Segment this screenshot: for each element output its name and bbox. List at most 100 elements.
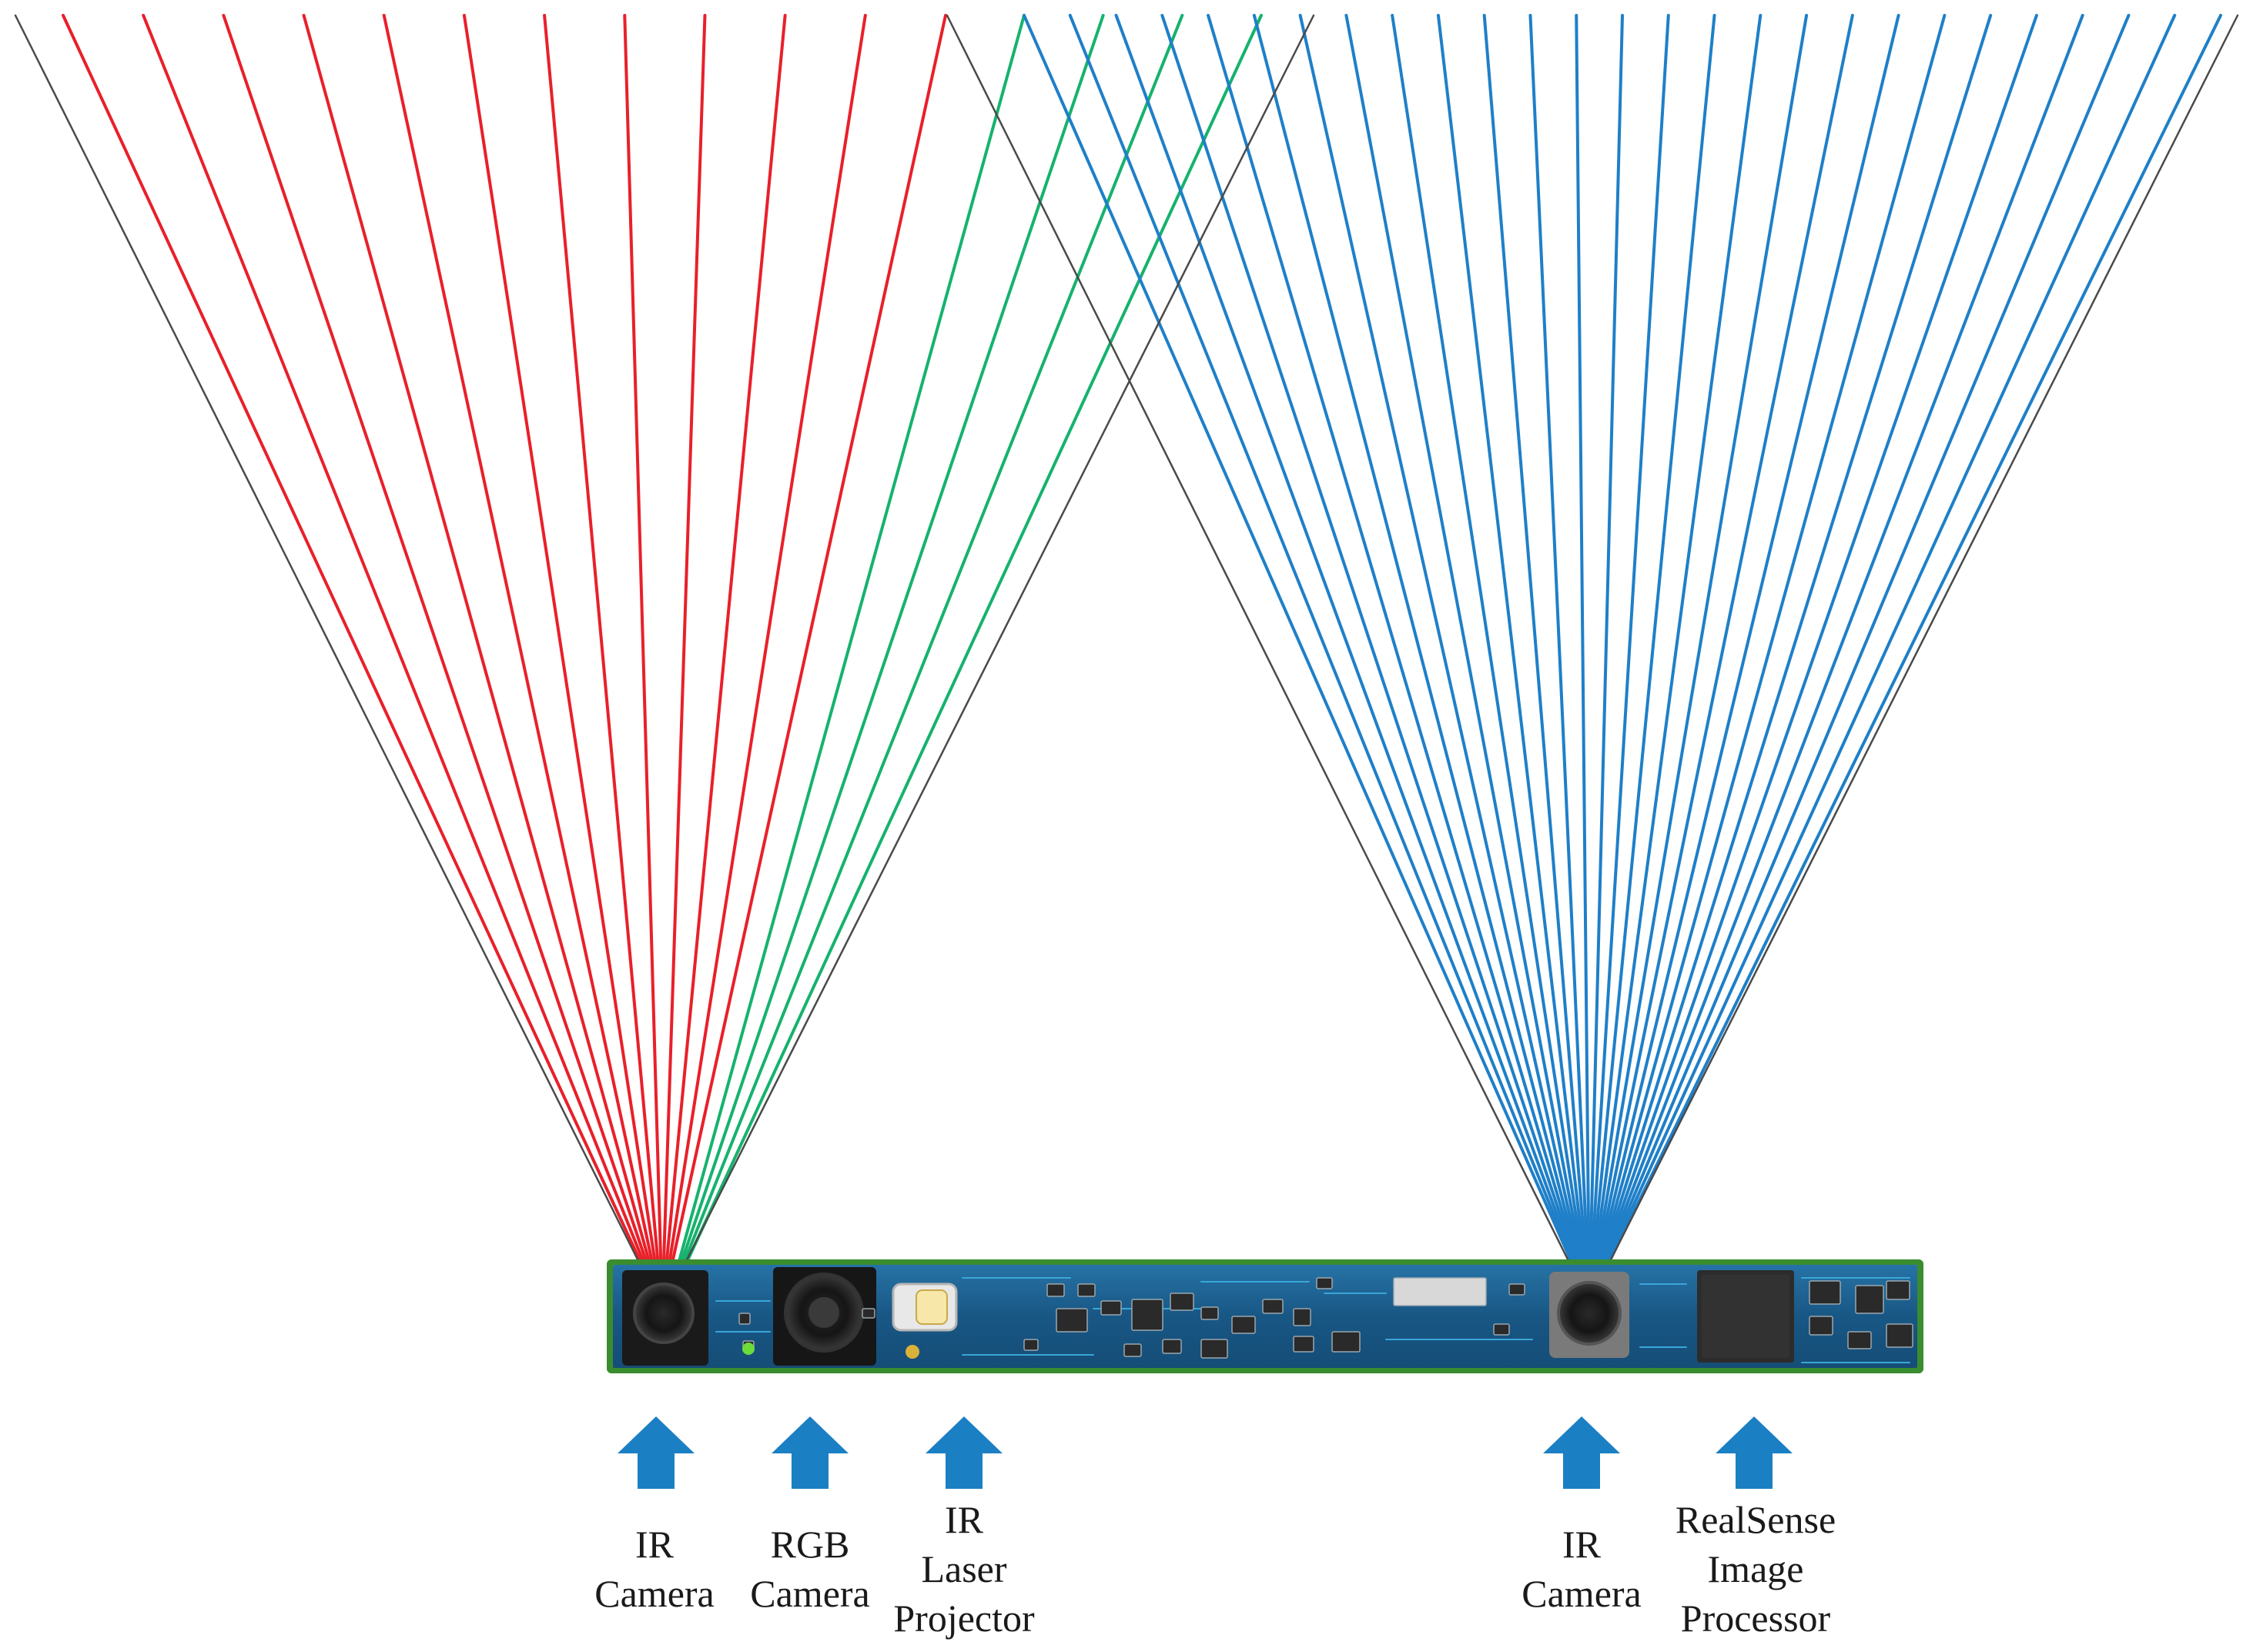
- label-left-ir-camera-line2: Camera: [594, 1572, 715, 1615]
- fov-boundary-line: [946, 14, 1591, 1304]
- right-ir-ray: [1023, 14, 1591, 1304]
- board-component: [1023, 1339, 1039, 1351]
- left-ir-ray: [661, 14, 707, 1310]
- board-component: [1162, 1339, 1182, 1354]
- board-component: [1293, 1308, 1311, 1326]
- label-realsense-image-processor: RealSense Image Processor: [1657, 1495, 1854, 1643]
- right-ir-ray: [1344, 14, 1591, 1304]
- board-component: [1508, 1283, 1525, 1296]
- left-ir-ray: [462, 14, 664, 1310]
- left-ir-ray: [543, 14, 664, 1310]
- field-of-view-boundaries: [14, 14, 2239, 1310]
- up-arrow-icon: [1543, 1416, 1620, 1489]
- right-ir-ray: [1588, 14, 1900, 1304]
- right-ir-ray: [1588, 14, 1947, 1304]
- rgb-ray: [665, 14, 1263, 1307]
- left-ir-ray: [222, 14, 664, 1310]
- label-rgb-camera: RGB Camera: [735, 1520, 885, 1618]
- right-ir-ray: [1588, 14, 1624, 1304]
- board-component: [1123, 1343, 1142, 1357]
- rgb-camera-lens-center: [808, 1297, 839, 1328]
- right-ir-ray: [1160, 14, 1591, 1304]
- left-ir-ray: [382, 14, 664, 1310]
- right-ir-ray: [1588, 14, 2177, 1304]
- board-component: [1056, 1308, 1088, 1333]
- board-component: [1131, 1299, 1163, 1331]
- label-ir-laser-projector: IR Laser Projector: [882, 1495, 1046, 1643]
- label-right-ir-camera: IR Camera: [1506, 1520, 1657, 1618]
- rgb-ray: [665, 14, 1105, 1307]
- right-ir-ray: [1588, 14, 1993, 1304]
- label-ir-laser-projector-line1: IR: [945, 1498, 983, 1541]
- board-connector: [1393, 1277, 1487, 1306]
- left-ir-ray: [302, 14, 664, 1310]
- label-left-ir-camera-line1: IR: [635, 1523, 674, 1566]
- right-ir-ray: [1575, 14, 1591, 1304]
- left-ir-camera-lens: [633, 1282, 695, 1344]
- fov-boundary-line: [661, 14, 1315, 1310]
- label-left-ir-camera: IR Camera: [579, 1520, 730, 1618]
- board-component: [1293, 1336, 1314, 1353]
- left-ir-camera-rays: [62, 14, 947, 1310]
- ir-laser-projector-led: [906, 1345, 919, 1359]
- board-component: [1847, 1331, 1872, 1349]
- right-ir-ray: [1588, 14, 1670, 1304]
- label-realsense-image-processor-line3: Processor: [1680, 1597, 1831, 1640]
- right-ir-ray: [1528, 14, 1591, 1304]
- board-component: [1200, 1306, 1219, 1320]
- right-ir-ray: [1588, 14, 1854, 1304]
- left-ir-ray: [142, 14, 664, 1310]
- right-ir-ray: [1252, 14, 1591, 1304]
- board-component: [738, 1313, 751, 1325]
- board-component: [1316, 1277, 1333, 1289]
- left-ir-ray: [661, 14, 947, 1310]
- right-ir-ray: [1207, 14, 1591, 1304]
- label-ir-laser-projector-line3: Projector: [893, 1597, 1035, 1640]
- left-ir-ray: [661, 14, 787, 1310]
- right-ir-ray: [1588, 14, 2038, 1304]
- arrows-group: [618, 1416, 1793, 1489]
- label-rgb-camera-line2: Camera: [750, 1572, 870, 1615]
- right-ir-ray: [1588, 14, 2131, 1304]
- up-arrow-icon: [926, 1416, 1003, 1489]
- up-arrow-icon: [1716, 1416, 1793, 1489]
- right-ir-ray: [1588, 14, 1763, 1304]
- label-ir-laser-projector-line2: Laser: [921, 1547, 1007, 1590]
- right-ir-ray: [1588, 14, 1809, 1304]
- left-ir-ray: [62, 14, 664, 1310]
- right-ir-ray: [1068, 14, 1591, 1304]
- board-components: [738, 1277, 1913, 1359]
- board-component: [862, 1308, 875, 1319]
- right-ir-ray: [1588, 14, 2222, 1304]
- label-realsense-image-processor-line2: Image: [1707, 1547, 1804, 1590]
- rgb-ray: [665, 14, 1184, 1307]
- board-component: [1855, 1285, 1884, 1314]
- board-component: [1262, 1299, 1284, 1314]
- rgb-ray: [665, 14, 1026, 1307]
- label-realsense-image-processor-line1: RealSense: [1675, 1498, 1836, 1541]
- right-ir-ray: [1588, 14, 2084, 1304]
- label-rgb-camera-line1: RGB: [770, 1523, 850, 1566]
- board-component: [1200, 1339, 1228, 1359]
- up-arrow-icon: [772, 1416, 849, 1489]
- board-component: [1886, 1323, 1913, 1348]
- left-ir-ray: [623, 14, 664, 1310]
- board-component: [1886, 1280, 1910, 1300]
- rgb-camera-rays: [665, 14, 1263, 1307]
- fov-boundary-line: [1588, 14, 2239, 1304]
- board-component: [1170, 1293, 1194, 1311]
- board-component: [1231, 1316, 1256, 1334]
- right-ir-ray: [1436, 14, 1591, 1304]
- board-component: [1809, 1316, 1833, 1336]
- board-component: [1331, 1331, 1361, 1353]
- label-right-ir-camera-line1: IR: [1562, 1523, 1601, 1566]
- board-component: [1046, 1283, 1065, 1297]
- right-ir-camera-lens: [1557, 1281, 1622, 1346]
- board-component: [1809, 1280, 1841, 1305]
- ir-laser-projector-lens: [916, 1289, 948, 1325]
- right-ir-ray: [1482, 14, 1591, 1304]
- fov-boundary-line: [14, 14, 664, 1310]
- right-ir-ray: [1391, 14, 1591, 1304]
- board-component: [1077, 1283, 1096, 1297]
